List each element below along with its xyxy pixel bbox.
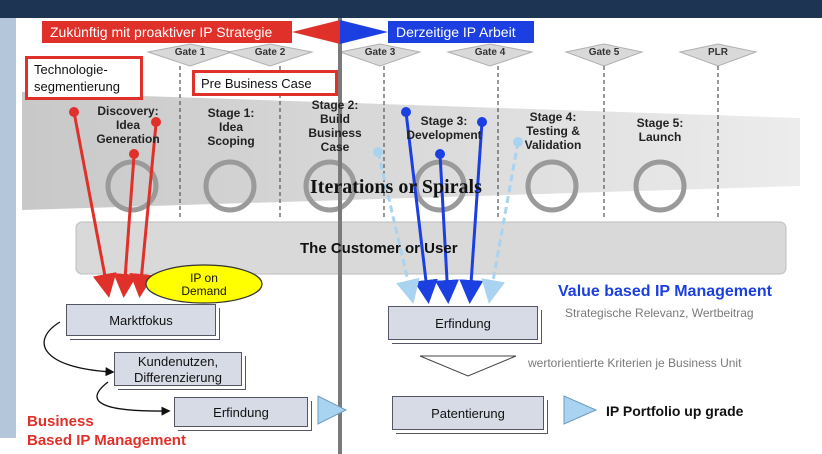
down-triangle bbox=[419, 355, 517, 377]
gate-lines bbox=[179, 66, 719, 218]
gate-label: Gate 5 bbox=[588, 47, 620, 58]
technologie-segmentierung-box: Technologie- segmentierung bbox=[25, 56, 143, 100]
gate-label: Gate 1 bbox=[174, 47, 206, 58]
business-ip-title: Business Based IP Management bbox=[27, 413, 186, 449]
portfolio-label: IP Portfolio up grade bbox=[606, 403, 744, 419]
erfindung-left-card: Erfindung bbox=[174, 397, 308, 427]
erfindung-left-label: Erfindung bbox=[213, 405, 269, 420]
customer-label: The Customer or User bbox=[300, 240, 458, 257]
patentierung-label: Patentierung bbox=[431, 406, 505, 421]
pre-business-case-box: Pre Business Case bbox=[192, 70, 338, 96]
gate-diamonds bbox=[146, 43, 758, 67]
stage-label: Stage 4: Testing & Validation bbox=[524, 110, 582, 152]
triangle-left bbox=[317, 395, 348, 425]
triangle-right bbox=[563, 395, 598, 425]
lightblue-arrows bbox=[376, 141, 520, 304]
stage-label: Discovery: Idea Generation bbox=[96, 104, 160, 146]
ip-on-demand-label: IP on Demand bbox=[181, 271, 227, 298]
gate-label: Gate 3 bbox=[364, 47, 396, 58]
marktfokus-card: Marktfokus bbox=[66, 304, 216, 336]
value-ip-title: Value based IP Management bbox=[558, 283, 773, 300]
future-strategy-tag: Zukünftig mit proaktiver IP Strategie bbox=[42, 21, 292, 43]
erfindung-right-label: Erfindung bbox=[435, 316, 491, 331]
iterations-label: Iterations or Spirals bbox=[310, 176, 482, 198]
stage-label: Stage 3: Development bbox=[406, 114, 482, 142]
gate-label: Gate 2 bbox=[254, 47, 286, 58]
gate-label: PLR bbox=[708, 47, 728, 58]
gate-label: Gate 4 bbox=[474, 47, 506, 58]
ip-on-demand-ellipse bbox=[145, 264, 263, 304]
current-ip-tag: Derzeitige IP Arbeit bbox=[388, 21, 534, 43]
left-side-bar bbox=[0, 18, 16, 438]
patentierung-card: Patentierung bbox=[392, 396, 544, 430]
kundennutzen-card: Kundenutzen, Differenzierung bbox=[114, 352, 242, 386]
marktfokus-label: Marktfokus bbox=[109, 313, 173, 328]
value-subtitle: Strategische Relevanz, Wertbeitrag bbox=[565, 306, 754, 320]
erfindung-right-card: Erfindung bbox=[388, 306, 538, 340]
stage-label: Stage 2: Build Business Case bbox=[308, 98, 362, 154]
stage-label: Stage 5: Launch bbox=[636, 116, 684, 144]
kundennutzen-label: Kundenutzen, Differenzierung bbox=[134, 354, 222, 385]
blue-arrows bbox=[404, 111, 484, 304]
stage-label: Stage 1: Idea Scoping bbox=[207, 106, 255, 148]
red-arrows bbox=[72, 111, 158, 298]
top-bar bbox=[0, 0, 822, 18]
criteria-text: wertorientierte Kriterien je Business Un… bbox=[528, 356, 742, 370]
customer-band bbox=[75, 221, 787, 275]
